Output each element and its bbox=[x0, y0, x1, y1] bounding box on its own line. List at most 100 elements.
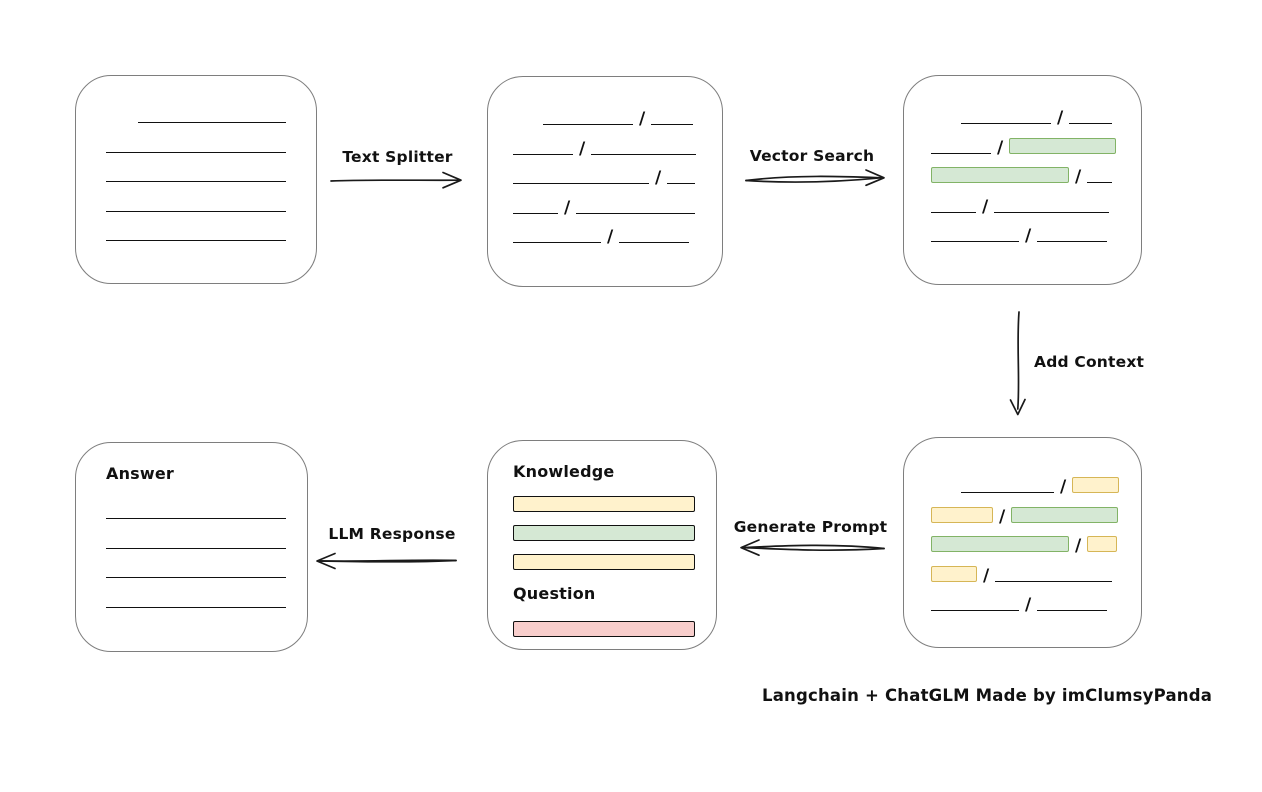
slash-separator: / bbox=[639, 109, 646, 129]
knowledge-bars bbox=[513, 496, 716, 570]
text-line bbox=[106, 501, 286, 519]
segment-row bbox=[106, 194, 316, 212]
text-line bbox=[1037, 224, 1108, 242]
context-box: / / / / / bbox=[903, 437, 1142, 648]
segment-row: / bbox=[931, 165, 1141, 187]
text-line bbox=[1069, 106, 1113, 124]
segment-row: / bbox=[543, 107, 722, 129]
prompt-bar-yellow bbox=[513, 496, 695, 512]
text-line bbox=[995, 564, 1113, 582]
text-line bbox=[106, 194, 286, 212]
answer-box: Answer bbox=[75, 442, 308, 652]
highlight-chip-yellow bbox=[931, 506, 993, 523]
slash-separator: / bbox=[1025, 595, 1032, 615]
text-line bbox=[106, 560, 286, 578]
document-box bbox=[75, 75, 317, 284]
slash-separator: / bbox=[1075, 167, 1082, 187]
text-line bbox=[931, 136, 991, 154]
document-lines bbox=[76, 76, 316, 241]
add-context-label: Add Context bbox=[1034, 353, 1145, 371]
segment-row: / bbox=[931, 195, 1141, 215]
text-splitter-arrow bbox=[330, 171, 462, 189]
slash-separator: / bbox=[1075, 536, 1082, 556]
vector-match-rows: / / / / / bbox=[904, 76, 1141, 246]
segment-row bbox=[106, 135, 316, 153]
text-line bbox=[651, 107, 694, 125]
segment-row: / bbox=[513, 166, 722, 188]
text-line bbox=[513, 166, 649, 184]
slash-separator: / bbox=[1025, 226, 1032, 246]
text-line bbox=[513, 137, 573, 155]
text-line bbox=[106, 590, 286, 608]
segment-row bbox=[106, 531, 307, 549]
segment-row: / bbox=[931, 593, 1141, 615]
highlight-chip-yellow bbox=[1072, 477, 1120, 493]
highlight-chip-green bbox=[931, 536, 1069, 552]
text-line bbox=[931, 195, 976, 213]
text-line bbox=[576, 196, 696, 214]
vector-search-label: Vector Search bbox=[749, 147, 875, 165]
text-line bbox=[994, 195, 1110, 213]
segment-row: / bbox=[513, 196, 722, 218]
knowledge-heading: Knowledge bbox=[513, 462, 615, 481]
segment-row: / bbox=[961, 106, 1141, 127]
highlight-chip-green bbox=[1011, 506, 1119, 523]
text-line bbox=[961, 475, 1054, 493]
caption-text: Langchain + ChatGLM Made by imClumsyPand… bbox=[762, 686, 1213, 705]
vector-search-result-box: / / / / / bbox=[903, 75, 1142, 285]
prompt-bar-green bbox=[513, 525, 695, 541]
text-line bbox=[106, 531, 286, 549]
text-line bbox=[931, 224, 1019, 242]
text-line bbox=[619, 225, 690, 243]
segment-row bbox=[106, 590, 307, 608]
split-text-box: ///// bbox=[487, 76, 723, 287]
add-context-arrow bbox=[1009, 311, 1026, 416]
split-text-rows: ///// bbox=[488, 77, 722, 246]
text-splitter-label: Text Splitter bbox=[342, 148, 453, 166]
segment-row: / bbox=[931, 564, 1141, 586]
text-line bbox=[106, 164, 286, 182]
question-bars bbox=[513, 621, 716, 637]
context-rows: / / / / / bbox=[904, 438, 1141, 615]
segment-row: / bbox=[513, 137, 722, 157]
slash-separator: / bbox=[983, 565, 990, 586]
llm-response-label: LLM Response bbox=[328, 525, 456, 543]
text-line bbox=[931, 593, 1019, 611]
generate-prompt-label: Generate Prompt bbox=[733, 518, 888, 536]
question-heading: Question bbox=[513, 584, 596, 603]
highlight-chip-green bbox=[1009, 137, 1117, 154]
text-line bbox=[1087, 165, 1113, 183]
segment-row: / bbox=[931, 534, 1141, 556]
segment-row bbox=[106, 501, 307, 519]
segment-row: / bbox=[961, 475, 1141, 497]
llm-response-arrow bbox=[316, 552, 457, 570]
slash-separator: / bbox=[1060, 477, 1067, 497]
answer-heading: Answer bbox=[106, 464, 175, 483]
highlight-chip-yellow bbox=[1087, 536, 1118, 552]
text-line bbox=[138, 105, 286, 123]
segment-row: / bbox=[931, 136, 1141, 158]
prompt-box: Knowledge Question bbox=[487, 440, 717, 650]
text-line bbox=[667, 166, 696, 184]
segment-row: / bbox=[931, 224, 1141, 246]
text-line bbox=[961, 106, 1051, 124]
text-line bbox=[106, 135, 286, 153]
highlight-chip-green bbox=[931, 167, 1069, 183]
prompt-bar-red bbox=[513, 621, 695, 637]
highlight-chip-yellow bbox=[931, 565, 977, 582]
slash-separator: / bbox=[564, 197, 571, 218]
text-line bbox=[513, 225, 601, 243]
text-line bbox=[513, 196, 558, 214]
text-line bbox=[106, 223, 286, 241]
text-line bbox=[1037, 593, 1108, 611]
generate-prompt-arrow bbox=[740, 539, 885, 557]
slash-separator: / bbox=[997, 137, 1004, 158]
answer-lines bbox=[106, 501, 307, 608]
segment-row: / bbox=[931, 505, 1141, 527]
prompt-bar-yellow bbox=[513, 554, 695, 570]
text-line bbox=[543, 107, 633, 125]
slash-separator: / bbox=[655, 168, 662, 188]
slash-separator: / bbox=[999, 506, 1006, 527]
vector-search-arrow bbox=[745, 169, 885, 187]
